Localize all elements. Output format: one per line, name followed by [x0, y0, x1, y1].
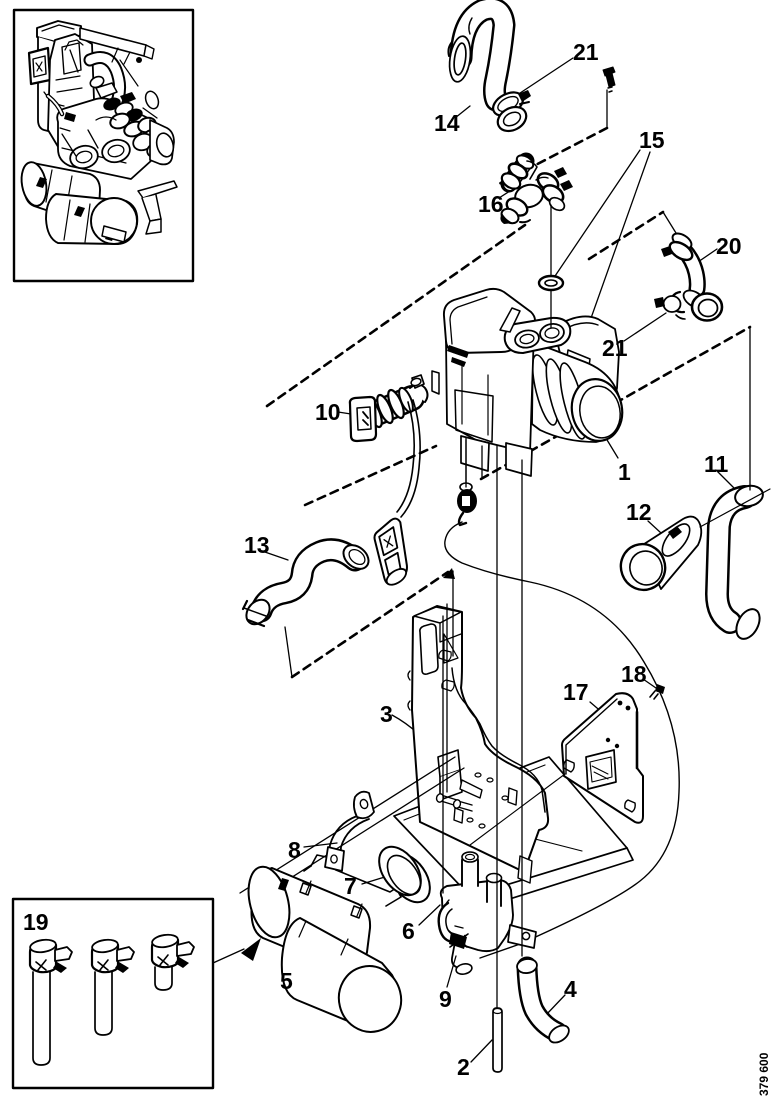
svg-text:3: 3 [380, 701, 393, 727]
svg-text:17: 17 [563, 679, 589, 705]
svg-text:21: 21 [573, 39, 599, 65]
svg-text:21: 21 [602, 335, 628, 361]
svg-text:1: 1 [618, 459, 631, 485]
svg-text:19: 19 [23, 909, 49, 935]
svg-text:6: 6 [402, 918, 415, 944]
svg-text:10: 10 [315, 399, 341, 425]
svg-text:13: 13 [244, 532, 270, 558]
svg-text:16: 16 [478, 191, 504, 217]
svg-text:7: 7 [344, 873, 357, 899]
svg-text:2: 2 [457, 1054, 470, 1080]
svg-text:15: 15 [639, 127, 665, 153]
svg-text:14: 14 [434, 110, 460, 136]
svg-text:4: 4 [564, 976, 577, 1002]
svg-text:12: 12 [626, 499, 652, 525]
svg-text:11: 11 [704, 451, 729, 477]
svg-text:18: 18 [621, 661, 647, 687]
svg-text:5: 5 [280, 968, 293, 994]
svg-text:8: 8 [288, 837, 301, 863]
svg-text:20: 20 [716, 233, 742, 259]
svg-text:379 600: 379 600 [757, 1052, 771, 1096]
svg-text:9: 9 [439, 986, 452, 1012]
